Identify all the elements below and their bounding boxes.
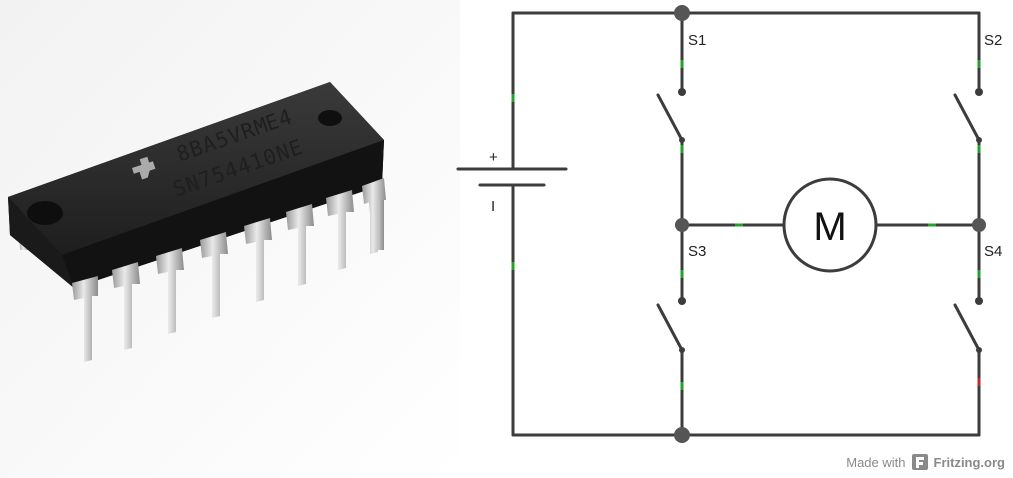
chip-photo: 8BA5VRM E4 SN754410NE (0, 0, 460, 478)
switch-label-s1: S1 (688, 32, 706, 49)
motor-icon (782, 177, 878, 273)
switch-s4-icon (953, 297, 983, 353)
motor-label: M (813, 205, 846, 249)
chip-front-pins (72, 178, 386, 362)
chip-notch (27, 201, 63, 225)
fritzing-footer: Made with Fritzing.org (846, 454, 1005, 470)
switch-s3-icon (656, 297, 686, 353)
pin-markers (511, 60, 981, 390)
junction-dots (674, 5, 986, 443)
switch-label-s3: S3 (688, 243, 706, 260)
battery-icon (456, 167, 568, 187)
fritzing-brand-text: Fritzing.org (933, 454, 1006, 470)
made-with-text: Made with (846, 454, 906, 470)
battery-minus-label: I (491, 198, 495, 215)
switch-s2-icon (953, 88, 983, 143)
switch-label-s4: S4 (984, 243, 1002, 260)
switch-s1-icon (656, 88, 686, 143)
fritzing-logo-icon (911, 454, 928, 470)
chip-dimple (318, 110, 342, 126)
switch-label-s2: S2 (984, 32, 1002, 49)
ti-logo-icon (132, 156, 156, 180)
battery-plus-label: + (489, 149, 498, 166)
chip-body (8, 82, 384, 288)
